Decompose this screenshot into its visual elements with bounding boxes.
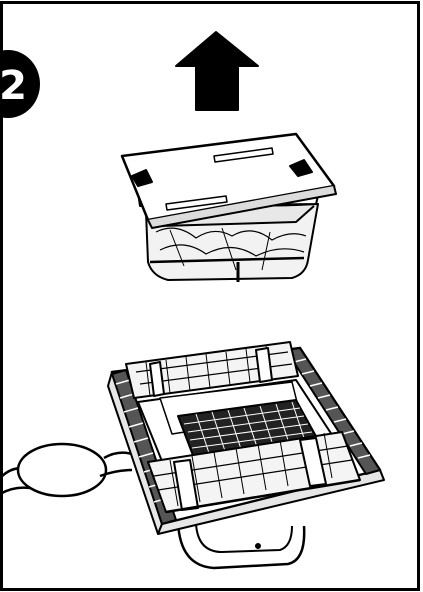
step-number: 2 xyxy=(0,63,27,109)
filter-basket-icon xyxy=(122,134,336,282)
